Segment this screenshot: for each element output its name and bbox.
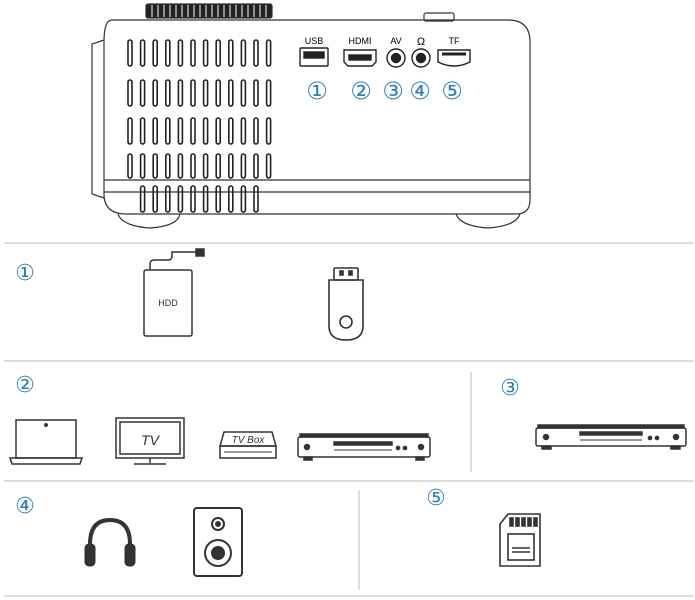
tf-port-label: TF: [449, 36, 460, 46]
vent-slot: [240, 153, 247, 179]
vent-slot: [202, 153, 209, 179]
vent-slot: [228, 153, 234, 179]
vent-slot: [228, 185, 234, 213]
sd-card-icon: [499, 513, 541, 567]
vent-slot: [253, 185, 259, 213]
vent-slot: [152, 117, 158, 145]
vent-slot: [253, 117, 259, 145]
vent-slot: [228, 39, 234, 67]
port-number-4: ④: [409, 77, 431, 105]
av-port-label: AV: [390, 36, 401, 46]
usb-port-label: USB: [305, 36, 324, 46]
vent-slot: [202, 117, 209, 145]
audio-port: [411, 48, 431, 68]
vent-slot: [127, 153, 133, 179]
vent-slot: [165, 153, 171, 179]
vent-slot: [177, 185, 184, 213]
hdd-label: HDD: [158, 298, 178, 308]
vent-slot: [253, 39, 259, 67]
vent-slot: [190, 79, 196, 107]
vent-slot: [139, 39, 146, 67]
focus-wheel: [145, 3, 273, 19]
vent-slot: [139, 153, 146, 179]
section-number-5: ⑤: [426, 486, 446, 511]
dvd-player-icon: [535, 424, 687, 450]
section-number-3: ③: [500, 376, 520, 401]
tf-card-slot: [437, 49, 471, 67]
vent-slot: [253, 79, 259, 107]
hdmi-port: [343, 49, 377, 67]
vent-slot: [152, 153, 158, 179]
vent-slot: [265, 153, 272, 179]
vent-slot: [152, 79, 158, 107]
vent-slot: [240, 39, 247, 67]
vent-slot: [127, 79, 133, 107]
dvd-player-icon: [297, 433, 431, 461]
vent-slot: [228, 117, 234, 145]
vent-slot: [265, 117, 272, 145]
tv-box-label: TV Box: [232, 435, 266, 446]
vent-slot: [127, 117, 133, 145]
vent-slot: [190, 185, 196, 213]
vent-slot: [215, 79, 221, 107]
vent-slot: [127, 39, 133, 67]
vent-slot: [190, 117, 196, 145]
audio-port-label: Ω: [417, 36, 425, 48]
vent-slot: [165, 117, 171, 145]
vent-slot: [215, 153, 221, 179]
vent-slot: [215, 39, 221, 67]
vent-slot: [253, 153, 259, 179]
vent-slot: [202, 39, 209, 67]
vent-slot: [177, 39, 184, 67]
vent-slot: [152, 185, 158, 213]
vent-slot: [202, 79, 209, 107]
vent-slot: [190, 39, 196, 67]
vent-slot: [177, 117, 184, 145]
speaker-icon: [193, 507, 243, 577]
vent-slot: [165, 39, 171, 67]
usb-stick-icon: [328, 267, 364, 341]
headphones-icon: [84, 517, 136, 567]
port-number-2: ②: [350, 77, 372, 105]
section-number-2: ②: [15, 373, 35, 398]
laptop-icon: [8, 419, 84, 465]
vent-slot: [165, 79, 171, 107]
vent-slot: [240, 79, 247, 107]
hdd-icon: HDD: [143, 248, 205, 337]
section-number-1: ①: [15, 261, 35, 286]
vent-slot: [139, 79, 146, 107]
vent-slot: [152, 39, 158, 67]
projector-back-panel: [91, 3, 531, 229]
vent-slot: [190, 153, 196, 179]
vent-slot: [177, 79, 184, 107]
vent-slot: [215, 117, 221, 145]
vent-slot: [265, 39, 272, 67]
av-port: [386, 48, 406, 68]
usb-port: [299, 47, 329, 67]
vent-slot: [139, 117, 146, 145]
vent-slot: [240, 185, 247, 213]
port-number-3: ③: [382, 77, 404, 105]
section-number-4: ④: [15, 494, 35, 519]
vent-slot: [202, 185, 209, 213]
vent-slot: [139, 185, 146, 213]
vent-grille: [127, 39, 272, 213]
port-number-5: ⑤: [441, 77, 463, 105]
vent-slot: [177, 153, 184, 179]
tv-label: TV: [141, 432, 161, 448]
tv-icon: TV: [115, 417, 185, 465]
tv-box-icon: TV Box: [219, 431, 277, 459]
port-number-1: ①: [306, 77, 328, 105]
section-dividers: [4, 242, 694, 597]
vent-slot: [265, 79, 272, 107]
vent-slot: [228, 79, 234, 107]
hdmi-port-label: HDMI: [349, 36, 372, 46]
vent-slot: [165, 185, 171, 213]
vent-slot: [215, 185, 221, 213]
vent-slot: [240, 117, 247, 145]
